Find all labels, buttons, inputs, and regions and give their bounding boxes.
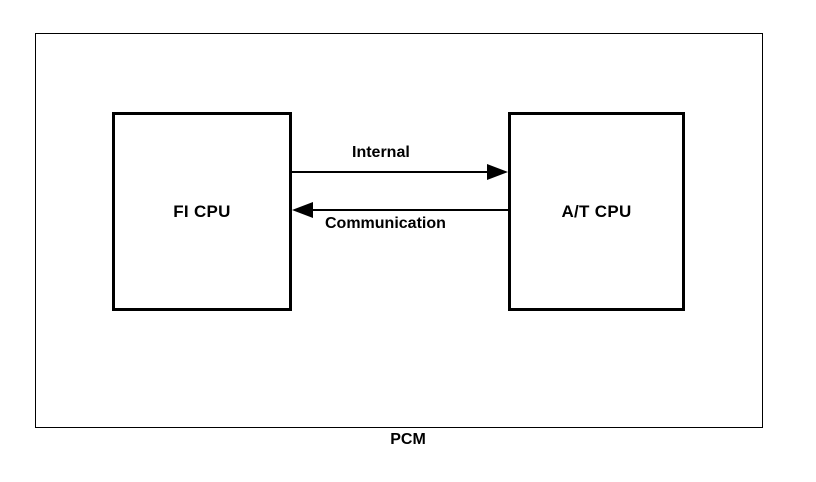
- node-fi-cpu-label: FI CPU: [173, 201, 231, 221]
- edge-label-internal: Internal: [352, 144, 410, 161]
- node-at-cpu-label: A/T CPU: [561, 201, 632, 221]
- node-fi-cpu[interactable]: FI CPU: [112, 112, 292, 311]
- pcm-enclosure-frame: [35, 33, 763, 428]
- diagram-caption: PCM: [390, 431, 426, 448]
- node-at-cpu[interactable]: A/T CPU: [508, 112, 685, 311]
- edge-label-communication: Communication: [325, 215, 446, 232]
